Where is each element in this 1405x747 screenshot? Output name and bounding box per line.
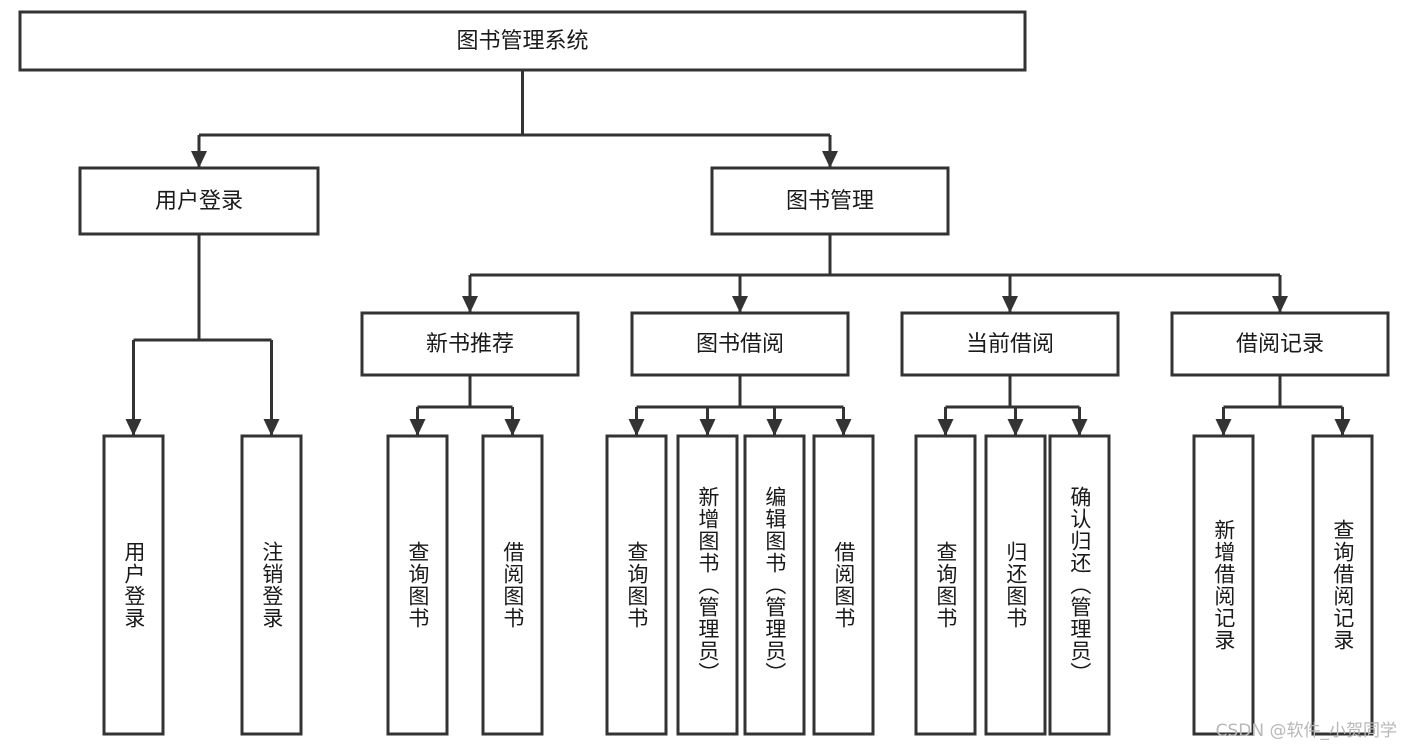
node-box-root[interactable] bbox=[18, 10, 1027, 72]
arrow-head-leaf-edit-book bbox=[766, 419, 783, 436]
arrow-head-borrow-record bbox=[1272, 296, 1288, 313]
node-label-new-book-recommend: 新书推荐 bbox=[426, 332, 514, 357]
node-box-leaf-add-record[interactable] bbox=[1192, 434, 1255, 736]
node-box-leaf-query-record[interactable] bbox=[1311, 434, 1374, 736]
arrow-head-leaf-add-book bbox=[699, 419, 716, 436]
arrow-head-book-borrow bbox=[732, 296, 748, 313]
node-box-leaf-borrow-book-recommend[interactable] bbox=[481, 434, 544, 736]
node-label-current-borrow: 当前借阅 bbox=[966, 332, 1054, 357]
arrow-head-book-manage bbox=[822, 151, 838, 168]
node-box-leaf-user-login[interactable] bbox=[102, 434, 165, 736]
arrow-head-new-book-recommend bbox=[462, 296, 478, 313]
node-label-book-manage: 图书管理 bbox=[786, 189, 874, 214]
node-box-book-manage[interactable] bbox=[710, 166, 950, 236]
node-label-borrow-record: 借阅记录 bbox=[1236, 332, 1324, 357]
node-box-leaf-logout[interactable] bbox=[240, 434, 303, 736]
node-box-user-login[interactable] bbox=[78, 166, 320, 236]
node-box-leaf-borrow-book[interactable] bbox=[812, 434, 875, 736]
arrow-head-leaf-add-record bbox=[1215, 419, 1232, 436]
node-box-leaf-query-book-recommend[interactable] bbox=[386, 434, 449, 736]
node-box-current-borrow[interactable] bbox=[900, 311, 1120, 377]
node-label-user-login: 用户登录 bbox=[155, 189, 243, 214]
node-box-new-book-recommend[interactable] bbox=[360, 311, 580, 377]
boxes-layer bbox=[18, 10, 1390, 736]
arrow-head-leaf-return-book bbox=[1007, 419, 1024, 436]
node-box-leaf-confirm-return[interactable] bbox=[1048, 434, 1111, 736]
connectors-layer bbox=[125, 70, 1351, 436]
arrow-head-user-login bbox=[191, 151, 207, 168]
arrow-head-leaf-logout bbox=[263, 419, 280, 436]
node-box-book-borrow[interactable] bbox=[630, 311, 850, 377]
node-label-book-borrow: 图书借阅 bbox=[696, 332, 784, 357]
node-box-leaf-add-book[interactable] bbox=[676, 434, 739, 736]
arrow-head-leaf-user-login bbox=[125, 419, 142, 436]
node-box-leaf-return-book[interactable] bbox=[984, 434, 1047, 736]
node-box-leaf-edit-book[interactable] bbox=[743, 434, 806, 736]
arrow-head-current-borrow bbox=[1002, 296, 1018, 313]
arrow-head-leaf-confirm-return bbox=[1071, 419, 1088, 436]
arrow-head-leaf-borrow-book bbox=[835, 419, 852, 436]
arrow-head-leaf-query-book-current bbox=[937, 419, 954, 436]
node-box-leaf-query-book-current[interactable] bbox=[914, 434, 977, 736]
arrow-head-leaf-query-record bbox=[1334, 419, 1351, 436]
arrow-head-leaf-query-book-recommend bbox=[409, 419, 426, 436]
node-box-borrow-record[interactable] bbox=[1170, 311, 1390, 377]
arrow-head-leaf-borrow-book-recommend bbox=[504, 419, 521, 436]
node-label-root: 图书管理系统 bbox=[456, 29, 588, 54]
watermark: CSDN @软件_小贺同学 bbox=[1215, 721, 1397, 741]
node-box-leaf-query-book-borrow[interactable] bbox=[605, 434, 668, 736]
arrow-head-leaf-query-book-borrow bbox=[628, 419, 645, 436]
